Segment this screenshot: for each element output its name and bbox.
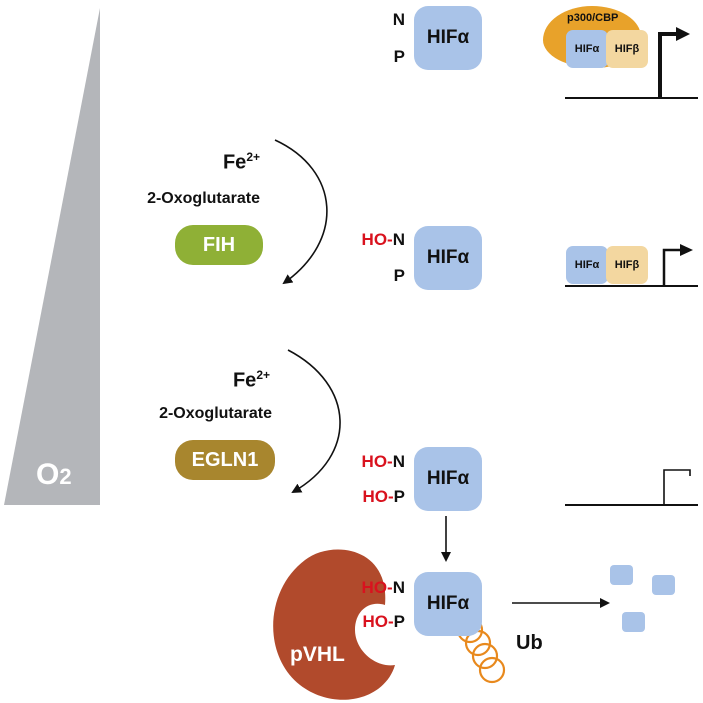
ubiquitin-ring (471, 642, 499, 670)
step2-iron: Fe2+ (232, 368, 270, 392)
step2-cofactor: 2-Oxoglutarate (159, 405, 272, 422)
step1-iron: Fe2+ (222, 150, 260, 174)
tf1-hif-alpha: HIFα (566, 30, 608, 68)
pvhl-label: pVHL (290, 643, 345, 666)
tf2-hif-beta: HIFβ (606, 246, 648, 284)
fragment (610, 565, 633, 585)
oxygen-label: O2 (36, 458, 72, 491)
row3-hif-alpha: HIFα (414, 447, 482, 511)
row3-proline: HO-P (362, 487, 405, 506)
promoter-active-coactivated (565, 27, 698, 99)
row3-asparagine: HO-N (361, 452, 405, 471)
row2-hif-alpha: HIFα (414, 226, 482, 290)
tf1-hif-beta: HIFβ (606, 30, 648, 68)
row2-proline: P (393, 266, 405, 285)
ubiquitin-label: Ub (516, 632, 543, 654)
promoter-active (565, 244, 698, 287)
row4-hif-alpha: HIFα (414, 572, 482, 636)
coactivator-label: p300/CBP (567, 12, 619, 24)
fih-enzyme: FIH (175, 225, 263, 265)
row2-asparagine: HO-N (361, 230, 405, 249)
row1-asparagine: N (392, 10, 405, 29)
oxygen-gradient-triangle (4, 8, 100, 505)
egln1-enzyme: EGLN1 (175, 440, 275, 480)
fih-reaction-arrow (274, 139, 328, 285)
row4-proline: HO-P (362, 612, 405, 631)
row4-asparagine: HO-N (361, 578, 405, 597)
row1-hif-alpha: HIFα (414, 6, 482, 70)
tf2-hif-alpha: HIFα (566, 246, 608, 284)
row1-proline: P (393, 47, 405, 66)
pvhl-shape (273, 549, 395, 700)
ubiquitin-chain (456, 616, 506, 684)
degraded-fragments (610, 565, 675, 632)
step1-cofactor: 2-Oxoglutarate (147, 190, 260, 207)
promoter-inactive (565, 469, 698, 506)
fragment (652, 575, 675, 595)
ubiquitin-ring (478, 656, 506, 684)
fragment (622, 612, 645, 632)
egln1-reaction-arrow (287, 349, 341, 493)
